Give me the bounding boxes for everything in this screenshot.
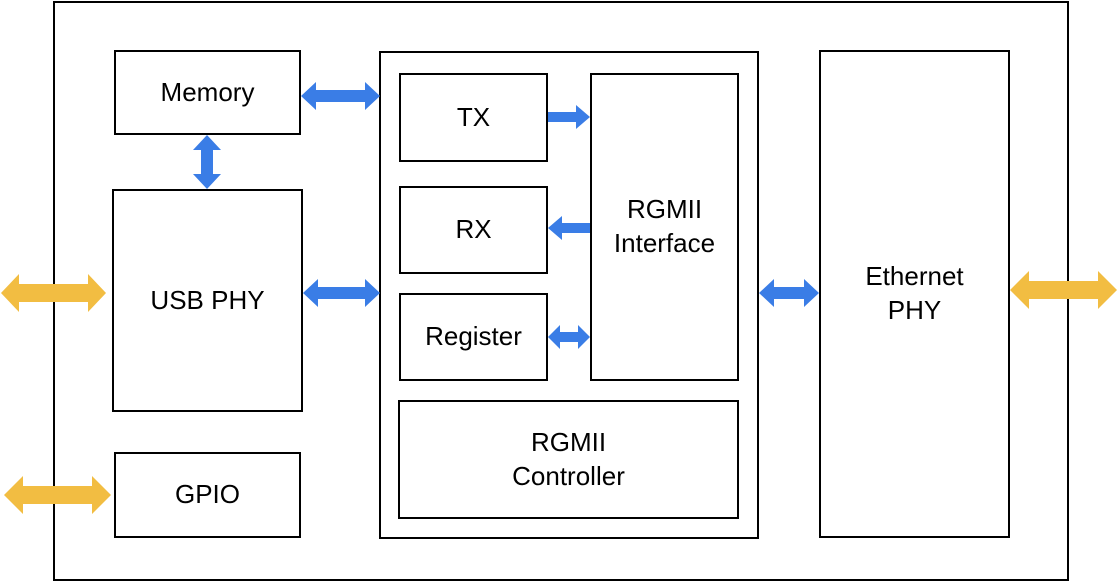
memory-controller-arrow <box>301 82 380 110</box>
rgmii-controller-label-line1: RGMII <box>530 426 607 457</box>
rgmii-controller-label-line2: Controller <box>512 460 625 491</box>
memory-usb-arrow <box>193 135 221 189</box>
tx-block: TX <box>399 73 548 162</box>
usb-controller-arrow <box>303 279 380 307</box>
usb-phy-block: USB PHY <box>112 189 303 412</box>
usb-phy-label: USB PHY <box>150 284 265 315</box>
rgmii-interface-block: RGMII Interface <box>590 73 739 381</box>
tx-label: TX <box>456 101 491 132</box>
rx-label: RX <box>455 214 492 245</box>
interface-ethernet-arrow <box>759 279 819 307</box>
rgmii-interface-label-line2: Interface <box>613 228 716 258</box>
rx-block: RX <box>399 186 548 274</box>
tx-to-interface-arrow <box>548 105 590 129</box>
ethernet-phy-label-line1: Ethernet <box>865 261 964 292</box>
register-interface-arrow <box>548 325 590 349</box>
rgmii-interface-text: RGMII Interface <box>614 193 715 261</box>
ethernet-external-arrow <box>1010 271 1117 309</box>
memory-block: Memory <box>114 50 301 135</box>
ethernet-phy-block: Ethernet PHY <box>819 50 1010 538</box>
rgmii-controller-text: RGMII Controller <box>512 426 625 494</box>
gpio-external-arrow <box>4 476 111 514</box>
ethernet-phy-label-line2: PHY <box>887 295 942 325</box>
gpio-label: GPIO <box>174 479 240 510</box>
register-block: Register <box>399 293 548 381</box>
gpio-block: GPIO <box>114 452 301 538</box>
ethernet-phy-text: Ethernet PHY <box>865 260 963 328</box>
register-label: Register <box>425 321 522 352</box>
interface-to-rx-arrow <box>548 216 590 240</box>
rgmii-interface-label-line1: RGMII <box>626 194 703 225</box>
rgmii-controller-block: RGMII Controller <box>398 400 739 519</box>
usb-external-arrow <box>1 274 106 312</box>
memory-label: Memory <box>160 76 255 107</box>
